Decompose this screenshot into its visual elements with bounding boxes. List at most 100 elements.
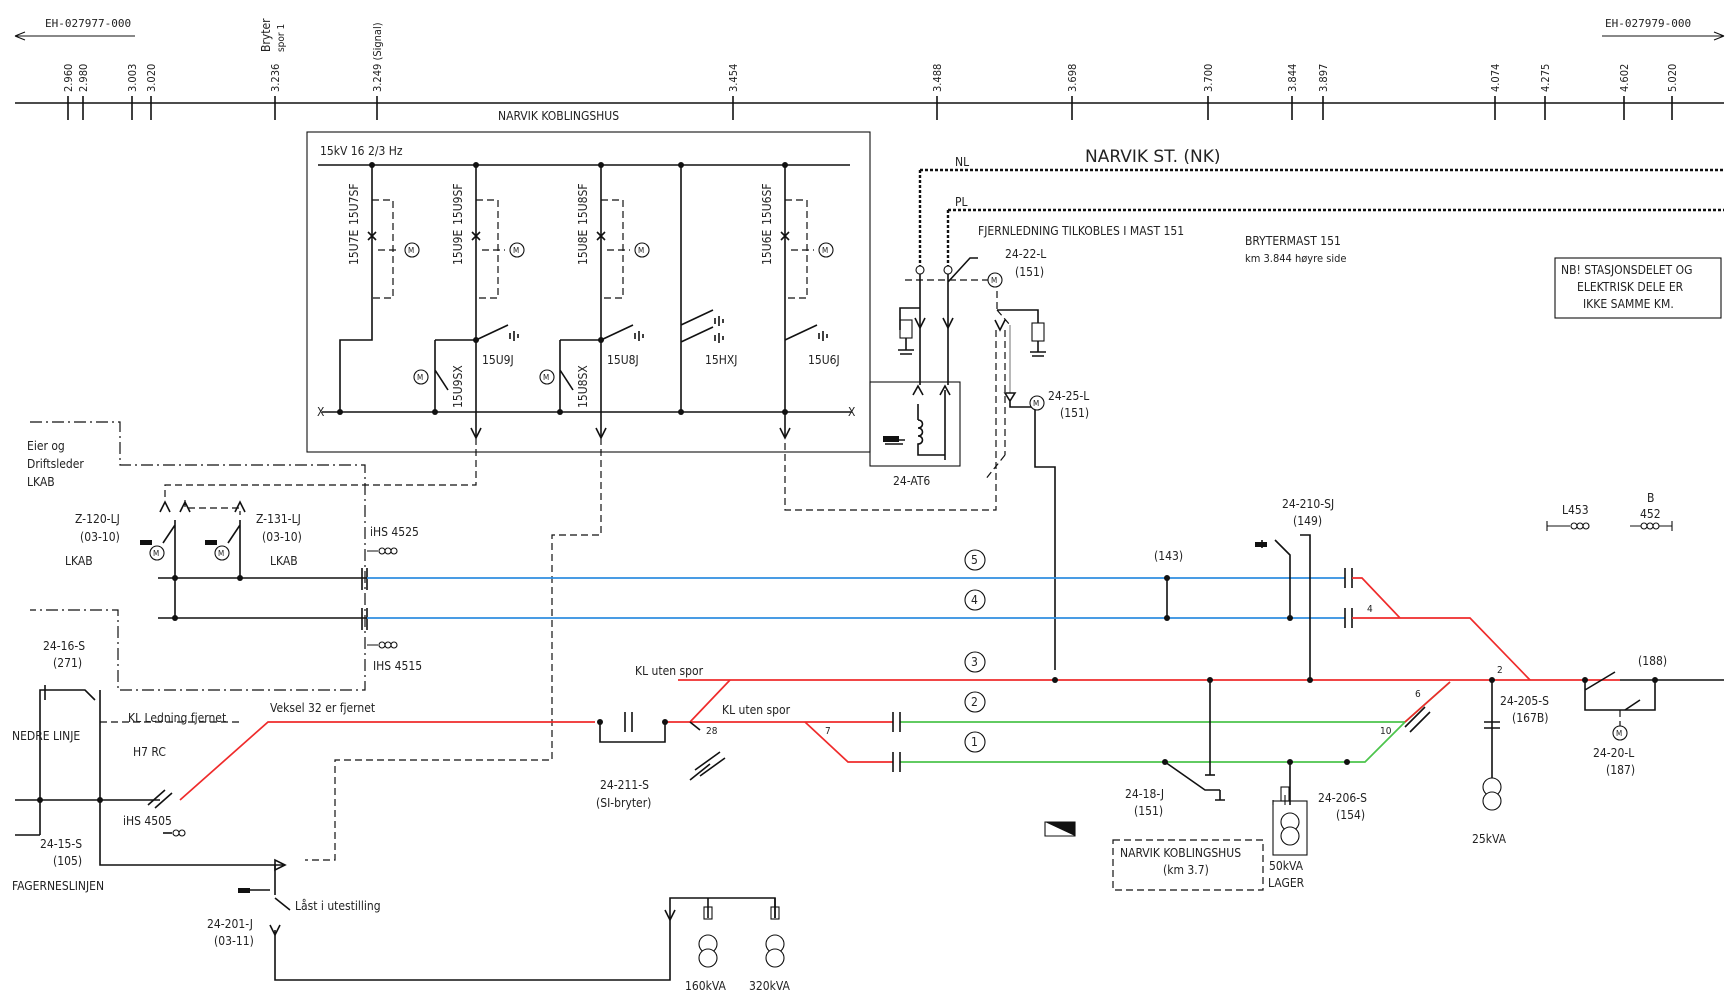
ihs4525-label[interactable]: iHS 4525 — [370, 525, 419, 539]
z131-label[interactable]: Z-131-LJ — [256, 512, 301, 526]
switch-num-6: 6 — [1415, 689, 1421, 700]
motor-switch-15u9 — [434, 340, 449, 412]
switch-num-2: 2 — [1497, 665, 1503, 676]
km-tick-label: 3.488 — [931, 64, 944, 92]
earth-15hx — [680, 165, 724, 412]
s20-mast: (187) — [1606, 763, 1635, 777]
eier-2: Driftsleder — [27, 457, 84, 471]
trafo-320-label[interactable]: 320kVA — [749, 979, 790, 993]
trafo-160-label[interactable]: 160kVA — [685, 979, 726, 993]
earth-15u9 — [435, 324, 519, 341]
svg-text:M: M — [218, 549, 224, 558]
lbl-15u9sx: 15U9SX — [451, 365, 465, 408]
autotrafo-at6: 24-AT6 — [869, 381, 961, 488]
z120-label[interactable]: Z-120-LJ — [75, 512, 120, 526]
motor-icon-z120 — [149, 545, 165, 561]
lbl-15u8sf: 15U8SF — [576, 183, 590, 225]
lbl-15u6sf: 15U6SF — [760, 183, 774, 225]
b452-b[interactable]: 452 — [1640, 507, 1661, 521]
lbl-15u9e: 15U9E — [451, 229, 465, 265]
svg-text:M: M — [408, 246, 414, 255]
track-num-2: 2 — [971, 695, 978, 709]
switch-num-10: 10 — [1380, 726, 1392, 737]
nl-label: NL — [955, 155, 969, 169]
motor-icon-25 — [1029, 395, 1045, 411]
track-number-circles — [964, 549, 986, 753]
s210-label[interactable]: 24-210-SJ — [1282, 497, 1334, 511]
fagerneslinjen: FAGERNESLINJEN — [12, 879, 104, 893]
l453-label[interactable]: L453 — [1562, 503, 1589, 517]
flag-icon — [1045, 822, 1075, 836]
kl-uten-spor-2: KL uten spor — [722, 703, 791, 717]
earth-15u6 — [784, 324, 828, 341]
autotrafo-label[interactable]: 24-AT6 — [893, 474, 930, 488]
svg-text:M: M — [417, 373, 423, 382]
lbl-15u9j: 15U9J — [482, 353, 514, 367]
s25-label[interactable]: 24-25-L — [1048, 389, 1089, 403]
motor-icons: M M M M M M — [404, 242, 834, 385]
s18-label[interactable]: 24-18-J — [1125, 787, 1164, 801]
feeder-arrows — [470, 427, 791, 440]
lbl-15u7sf: 15U7SF — [347, 183, 361, 225]
tracks: M — [15, 534, 1724, 981]
station-area: NARVIK ST. (NK) NL PL FJERNLEDNING TILKO… — [784, 147, 1724, 670]
nb-line-2: ELEKTRISK DELE ER — [1577, 280, 1684, 294]
lkab-area: Eier og Driftsleder LKAB Z-120-LJ (03-10… — [27, 421, 602, 861]
station-name: NARVIK ST. (NK) — [1085, 147, 1221, 167]
pl-label: PL — [955, 195, 968, 209]
kl-uten-spor-1: KL uten spor — [635, 664, 704, 678]
s16-label[interactable]: 24-16-S — [43, 639, 85, 653]
s205-mast: (167B) — [1512, 711, 1548, 725]
s206-label[interactable]: 24-206-S — [1318, 791, 1367, 805]
km-tick-label: 2.980 — [77, 64, 90, 92]
section-label: NARVIK KOBLINGSHUS — [498, 109, 619, 123]
km-tick-label: 5.020 — [1666, 64, 1679, 92]
bryter-sub: spor 1 — [276, 24, 287, 52]
km-tick-label: 4.074 — [1489, 64, 1502, 92]
trafo-50-label[interactable]: 50kVA — [1269, 859, 1304, 873]
eier-1: Eier og — [27, 439, 65, 453]
track-num-3: 3 — [971, 655, 978, 669]
svg-text:M: M — [153, 549, 159, 558]
s25-mast: (151) — [1060, 406, 1089, 420]
trafo-25-label[interactable]: 25kVA — [1472, 832, 1507, 846]
koblingshus-frame — [306, 131, 871, 453]
s211-label[interactable]: 24-211-S — [600, 778, 649, 792]
s22-mast: (151) — [1015, 265, 1044, 279]
ihs4505-label[interactable]: iHS 4505 — [123, 814, 172, 828]
track-labels: 24-210-SJ (149) (143) L453 B 452 (188) 2… — [12, 491, 1673, 948]
km-tick-label: 3.698 — [1066, 64, 1079, 92]
s201-label[interactable]: 24-201-J — [207, 917, 253, 931]
track-1 — [900, 721, 1406, 763]
feeder-15u7-dash — [372, 199, 394, 299]
km-tick-label: 3.897 — [1317, 64, 1330, 92]
s22-label[interactable]: 24-22-L — [1005, 247, 1046, 261]
km-tick-label: 3.003 — [126, 64, 139, 92]
left-drawing-ref[interactable]: EH-027977-000 — [45, 17, 131, 30]
koblingshus-box — [1112, 839, 1264, 891]
lbl-15u8sx: 15U8SX — [576, 365, 590, 408]
s15-label[interactable]: 24-15-S — [40, 837, 82, 851]
s205-label[interactable]: 24-205-S — [1500, 694, 1549, 708]
lbl-15u8e: 15U8E — [576, 229, 590, 265]
feeder-15u7-line — [339, 165, 373, 412]
s211-sub: (SI-bryter) — [596, 796, 651, 810]
brytermast-km: km 3.844 høyre side — [1245, 252, 1347, 265]
veksel-fjernet: Veksel 32 er fjernet — [270, 701, 375, 715]
z120-owner: LKAB — [65, 554, 93, 568]
right-drawing-ref[interactable]: EH-027979-000 — [1605, 17, 1691, 30]
s20-label[interactable]: 24-20-L — [1593, 746, 1634, 760]
mast-143: (143) — [1154, 549, 1183, 563]
svg-text:M: M — [991, 276, 997, 285]
s16-mast: (271) — [53, 656, 82, 670]
ihs4515-label[interactable]: IHS 4515 — [373, 659, 422, 673]
nb-line-1: NB! STASJONSDELET OG — [1561, 263, 1692, 277]
left-ref-arrow — [14, 31, 135, 41]
km-tick-label: 3.844 — [1286, 64, 1299, 92]
kl-ledning — [179, 721, 595, 801]
km-tick-label: 4.602 — [1618, 64, 1631, 92]
km-tick-label: 4.275 — [1539, 64, 1552, 92]
kl-ledning-fjernet: KL Ledning fjernet — [128, 711, 226, 725]
switch-num-28: 28 — [706, 726, 718, 737]
s206-mast: (154) — [1336, 808, 1365, 822]
